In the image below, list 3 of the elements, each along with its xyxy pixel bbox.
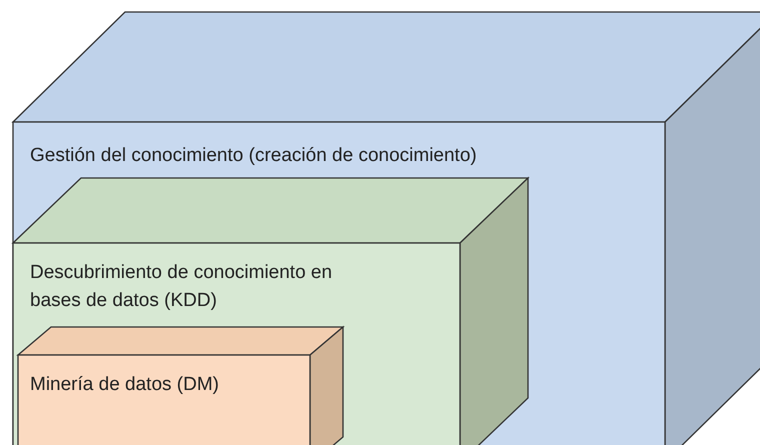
- cuboid-label: Gestión del conocimiento (creación de conocimiento): [30, 144, 477, 168]
- cuboid-label: Minería de datos (DM): [30, 373, 220, 397]
- cuboid-label: Descubrimiento de conocimiento en bases de datos (KDD): [30, 261, 334, 313]
